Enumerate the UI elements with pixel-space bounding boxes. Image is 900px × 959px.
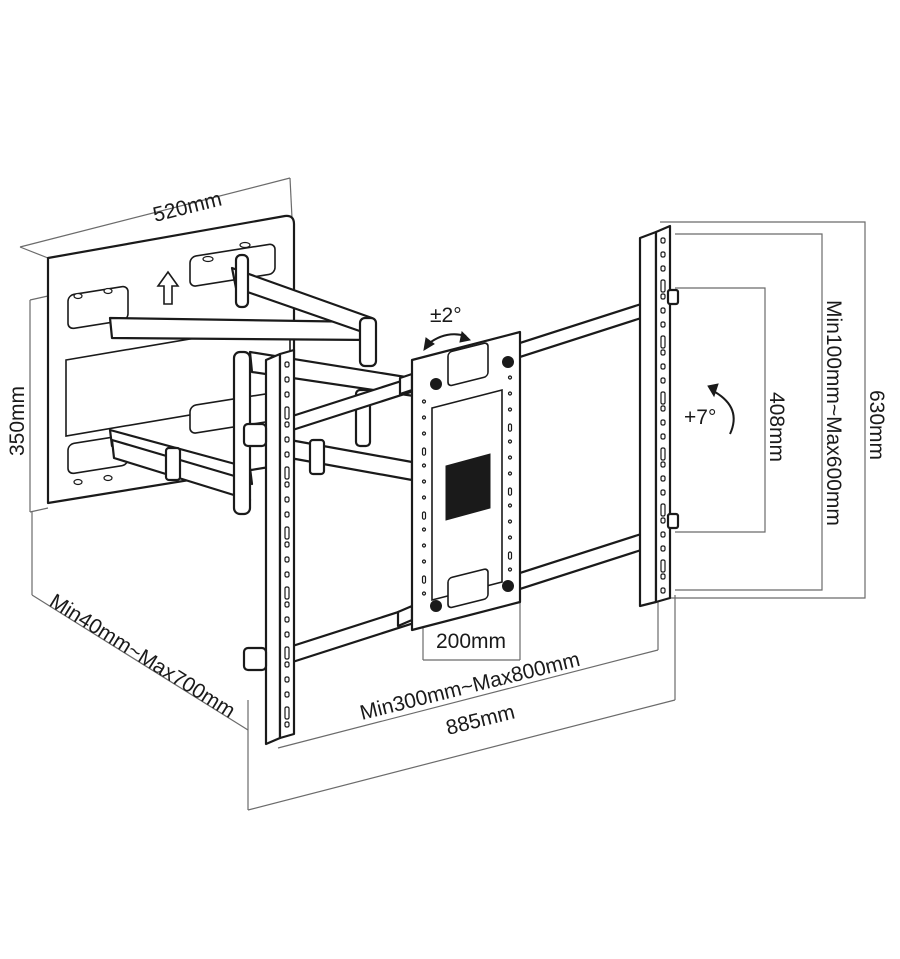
label-rotation: ±2°: [430, 304, 462, 327]
mounting-hole: [284, 526, 290, 540]
mounting-hole: [660, 461, 666, 468]
mounting-hole: [284, 421, 290, 428]
up-arrow-icon: [156, 270, 180, 305]
label-tilt: +7°: [684, 406, 716, 429]
mounting-hole: [660, 363, 666, 370]
mounting-hole: [507, 455, 513, 460]
mounting-hole: [660, 377, 666, 384]
mounting-hole: [507, 391, 513, 396]
mounting-hole: [660, 237, 666, 244]
mounting-hole: [660, 489, 666, 496]
mounting-hole: [284, 541, 290, 548]
mounting-hole: [660, 307, 666, 314]
rotation-arrow: [423, 330, 472, 351]
mounting-hole: [284, 406, 290, 420]
label-overall-width: 885mm: [444, 701, 518, 740]
mounting-hole: [660, 391, 666, 405]
mounting-hole: [284, 481, 290, 488]
mounting-hole: [421, 511, 427, 520]
mounting-hole: [284, 436, 290, 443]
label-center-plate-width: 200mm: [436, 630, 506, 653]
label-depth: Min40mm~Max700mm: [45, 590, 239, 723]
mounting-hole: [660, 475, 666, 482]
mounting-hole: [284, 466, 290, 480]
mounting-hole: [421, 543, 427, 548]
mounting-hole: [284, 361, 290, 368]
mounting-hole: [284, 631, 290, 638]
mounting-hole: [507, 519, 513, 524]
mounting-hole: [284, 496, 290, 503]
mounting-hole: [660, 321, 666, 328]
mounting-hole: [660, 335, 666, 349]
mounting-hole: [660, 293, 666, 300]
mounting-hole: [421, 415, 427, 420]
mounting-hole: [507, 535, 513, 540]
mounting-hole: [660, 251, 666, 258]
mounting-hole: [421, 399, 427, 404]
mounting-hole: [284, 721, 290, 728]
mounting-hole: [507, 551, 513, 560]
mounting-hole: [284, 451, 290, 458]
mounting-hole: [660, 517, 666, 524]
mounting-hole: [284, 556, 290, 563]
mounting-hole: [284, 676, 290, 683]
mounting-hole: [660, 349, 666, 356]
mounting-hole: [421, 527, 427, 532]
mounting-hole: [284, 511, 290, 518]
mounting-hole: [660, 447, 666, 461]
mounting-hole: [421, 559, 427, 564]
mounting-hole: [284, 646, 290, 660]
mounting-hole: [284, 376, 290, 383]
mounting-hole: [284, 601, 290, 608]
mounting-hole: [284, 571, 290, 578]
mounting-hole: [660, 587, 666, 594]
mounting-hole: [284, 706, 290, 720]
mounting-hole: [421, 479, 427, 484]
mounting-hole: [660, 559, 666, 573]
mounting-hole: [421, 447, 427, 456]
right-vertical-bracket: [638, 224, 680, 608]
mounting-hole: [660, 545, 666, 552]
mounting-hole: [421, 591, 427, 596]
left-vertical-bracket: [242, 348, 296, 746]
label-inner-height: 408mm: [765, 392, 788, 462]
mounting-hole: [284, 391, 290, 398]
mounting-hole: [507, 487, 513, 496]
mounting-hole: [421, 495, 427, 500]
mounting-hole: [284, 661, 290, 668]
mounting-hole: [284, 616, 290, 623]
mounting-hole: [660, 433, 666, 440]
dimension-lines: [19, 177, 866, 811]
mounting-hole: [507, 471, 513, 476]
mounting-hole: [421, 463, 427, 468]
mounting-hole: [660, 419, 666, 426]
mounting-hole: [507, 503, 513, 508]
tilt-arrow: [707, 383, 735, 435]
mounting-hole: [284, 586, 290, 600]
mounting-hole: [507, 407, 513, 412]
label-bracket-height: 630mm: [865, 390, 888, 460]
mounting-hole: [507, 567, 513, 572]
mounting-hole: [507, 375, 513, 380]
mounting-hole: [421, 575, 427, 584]
label-vesa-height: Min100mm~Max600mm: [822, 300, 845, 526]
center-mount-plate: [410, 330, 522, 632]
mounting-hole: [660, 573, 666, 580]
mounting-hole: [507, 439, 513, 444]
mounting-hole: [284, 691, 290, 698]
mounting-hole: [660, 531, 666, 538]
mounting-hole: [660, 503, 666, 517]
mounting-hole: [660, 279, 666, 293]
label-wall-plate-width: 520mm: [151, 188, 225, 227]
mounting-hole: [660, 265, 666, 272]
label-wall-plate-height: 350mm: [6, 386, 29, 456]
mounting-hole: [507, 423, 513, 432]
mounting-hole: [660, 405, 666, 412]
mounting-hole: [421, 431, 427, 436]
